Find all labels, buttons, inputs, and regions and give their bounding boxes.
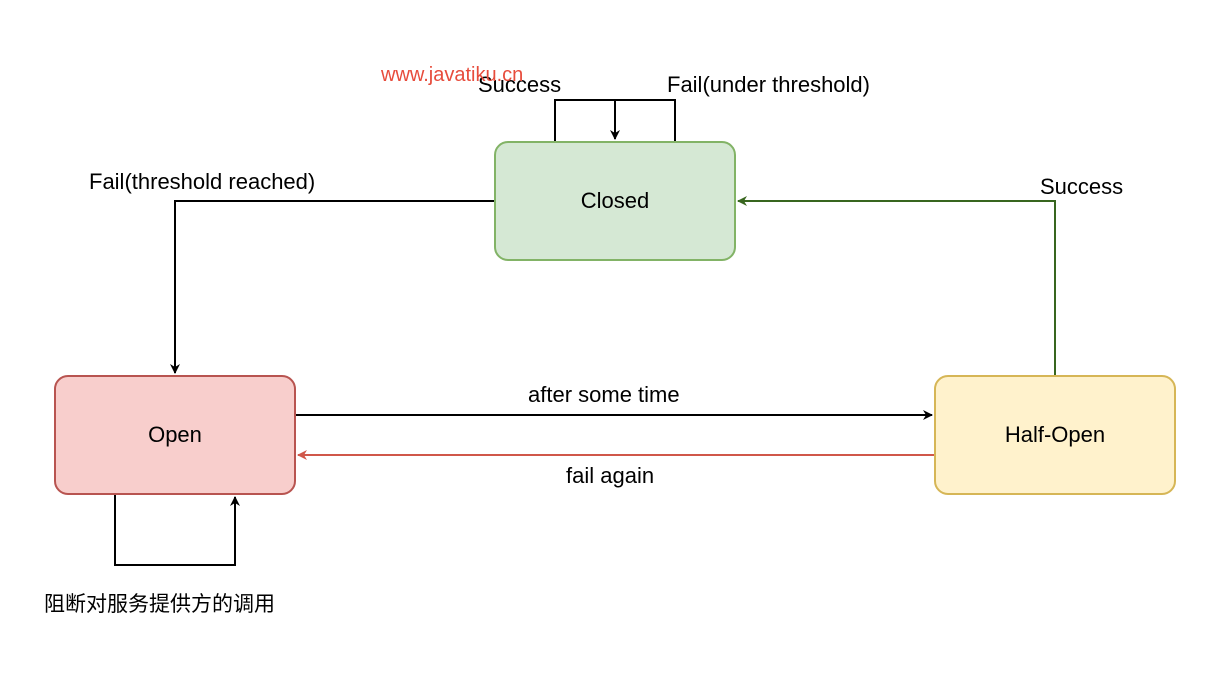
edge-label-open-self-loop: 阻断对服务提供方的调用 (44, 593, 275, 616)
edge-closed-to-open (170, 200, 494, 374)
watermark: www.javatiku.cn (381, 64, 524, 86)
edge-label-after-some-time: after some time (528, 382, 680, 407)
state-half-open: Half-Open (934, 375, 1176, 495)
state-half-open-label: Half-Open (1004, 422, 1106, 447)
edge-open-self-loop (114, 495, 240, 566)
state-open: Open (54, 375, 296, 495)
edge-halfopen-to-closed (737, 196, 1056, 375)
edge-label-fail-threshold-reached: Fail(threshold reached) (89, 169, 316, 194)
state-closed-label: Closed (580, 188, 650, 213)
state-closed: Closed (494, 141, 736, 261)
state-open-label: Open (148, 422, 202, 447)
edge-label-halfopen-success: Success (1040, 174, 1124, 199)
edge-label-closed-success: Success (478, 72, 562, 97)
edge-label-fail-under-threshold: Fail(under threshold) (667, 72, 870, 97)
edge-label-fail-again: fail again (566, 463, 655, 488)
